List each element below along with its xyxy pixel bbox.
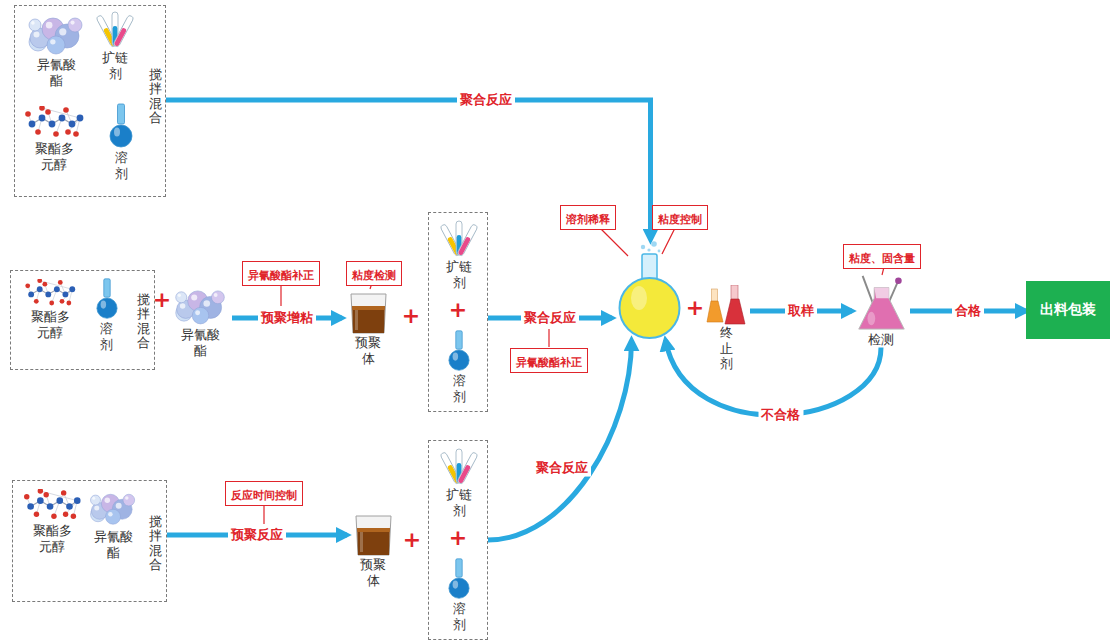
item-label: 扩链剂 [446, 259, 472, 290]
item-label: 聚酯多元醇 [33, 523, 72, 554]
solvent-icon [96, 277, 118, 321]
material-item: 扩链剂 [434, 219, 484, 290]
add-group: + 扩链剂溶剂 [428, 212, 488, 412]
material-item: 溶剂 [441, 557, 477, 632]
plus-sign: + [429, 299, 487, 321]
material-item: 扩链剂 [91, 10, 139, 81]
add-group: + 扩链剂溶剂 [428, 440, 488, 640]
material-item: 检测 [852, 274, 910, 348]
item-label: 聚酯多元醇 [35, 141, 74, 172]
flow-arrow [666, 340, 882, 415]
test-icon [854, 274, 909, 332]
callout-box: 反应时间控制 [225, 481, 303, 506]
plus-sign: + [153, 289, 171, 311]
iso-icon [26, 12, 86, 57]
callout-box: 异氰酸酯补正 [510, 348, 588, 373]
arrow-label: 聚合反应 [521, 310, 579, 327]
output-label: 出料包装 [1040, 301, 1096, 319]
output-box: 出料包装 [1026, 281, 1110, 339]
flow-arrow [166, 100, 651, 240]
mix-group: 搅拌混合 异氰酸酯扩链剂聚酯多元醇 溶剂 [14, 5, 166, 197]
material-item: 溶剂 [441, 329, 477, 404]
callout-text: 异氰酸酯补正 [516, 356, 582, 369]
material-item: 异氰酸酯 [23, 12, 89, 88]
arrow-label: 合格 [952, 303, 984, 320]
chain-icon [95, 10, 135, 50]
callout-box: 粘度、固含量 [843, 244, 921, 269]
item-label: 溶剂 [115, 150, 128, 181]
plus-sign: + [429, 527, 487, 549]
item-label: 溶剂 [453, 373, 466, 404]
item-label: 扩链剂 [446, 487, 472, 518]
beaker-icon [351, 512, 396, 557]
iso-icon [88, 487, 138, 529]
leader-line [548, 329, 549, 347]
beaker-icon [346, 290, 391, 335]
material-item: 预聚体 [342, 290, 394, 366]
leader-line [598, 226, 628, 256]
material-item: 终止剂 [702, 285, 750, 372]
material-item: 预聚体 [347, 512, 399, 588]
item-label: 聚酯多元醇 [31, 309, 70, 340]
callout-box: 异氰酸酯补正 [242, 261, 320, 286]
callout-text: 粘度、固含量 [849, 252, 915, 265]
callout-box: 溶剂稀释 [560, 205, 616, 230]
material-item: 聚酯多元醇 [15, 279, 85, 340]
plus-sign: + [686, 297, 704, 319]
callout-box: 粘度检测 [346, 261, 402, 286]
polyol-icon [24, 106, 84, 141]
item-label: 异氰酸酯 [37, 57, 76, 88]
item-label: 预聚体 [360, 557, 386, 588]
solvent-icon [447, 329, 471, 373]
material-item: 溶剂 [101, 102, 141, 181]
callout-text: 异氰酸酯补正 [248, 269, 314, 282]
mix-group: 搅拌混合 聚酯多元醇溶剂 [10, 270, 155, 370]
chain-icon [439, 447, 479, 487]
arrow-label: 预聚反应 [228, 527, 286, 544]
iso-icon [173, 285, 228, 327]
arrow-label: 预聚增粘 [258, 310, 316, 327]
plus-sign: + [403, 529, 421, 551]
solvent-icon [447, 557, 471, 601]
leader-line [280, 283, 281, 306]
item-label: 溶剂 [453, 601, 466, 632]
arrow-label: 聚合反应 [457, 92, 515, 109]
material-item: 溶剂 [89, 277, 124, 352]
material-item: 异氰酸酯 [85, 487, 141, 560]
vertical-label: 搅拌混合 [137, 293, 150, 350]
reactor-icon [612, 240, 687, 340]
arrow-label: 取样 [785, 303, 817, 320]
item-label: 异氰酸酯 [181, 327, 220, 358]
item-label: 终止剂 [720, 325, 733, 372]
polyol-icon [22, 489, 82, 523]
mix-group: 搅拌混合 聚酯多元醇异氰酸酯 [12, 480, 167, 602]
callout-text: 反应时间控制 [231, 489, 297, 502]
reactor-flask [612, 240, 687, 340]
stop-icon [704, 285, 749, 325]
leader-line [263, 503, 264, 524]
leader-line [662, 226, 676, 254]
material-item: 聚酯多元醇 [17, 489, 87, 554]
polyol-icon [20, 279, 80, 309]
item-label: 异氰酸酯 [94, 529, 133, 560]
callout-text: 溶剂稀释 [566, 213, 610, 226]
vertical-label: 搅拌混合 [149, 68, 162, 125]
vertical-label: 搅拌混合 [149, 515, 162, 572]
material-item: 聚酯多元醇 [19, 106, 89, 172]
plus-sign: + [402, 305, 420, 327]
item-label: 检测 [868, 332, 894, 348]
solvent-icon [109, 102, 133, 150]
callout-box: 粘度控制 [652, 205, 708, 230]
flow-arrow [488, 340, 632, 540]
chain-icon [439, 219, 479, 259]
arrow-label: 不合格 [758, 407, 803, 424]
item-label: 扩链剂 [102, 50, 128, 81]
callout-text: 粘度控制 [658, 213, 702, 226]
item-label: 预聚体 [355, 335, 381, 366]
material-item: 扩链剂 [434, 447, 484, 518]
item-label: 溶剂 [100, 321, 113, 352]
material-item: 异氰酸酯 [168, 285, 232, 358]
arrow-label: 聚合反应 [533, 459, 591, 476]
callout-text: 粘度检测 [352, 269, 396, 282]
